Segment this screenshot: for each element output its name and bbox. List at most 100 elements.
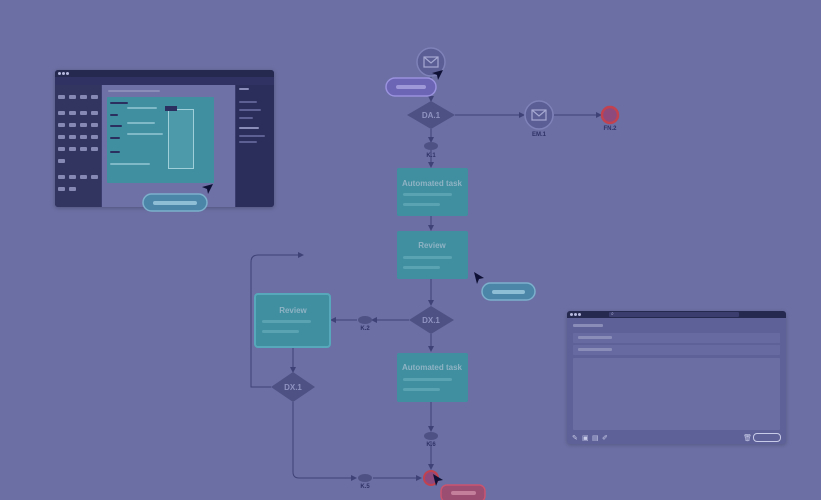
pen-icon[interactable]: ✐ [602, 435, 608, 442]
form-field-placeholder [127, 122, 155, 124]
send-button[interactable] [753, 433, 781, 442]
palette-item[interactable] [80, 175, 87, 179]
connector-k2[interactable]: K.2 [358, 316, 372, 332]
pen-icon[interactable]: ✎ [572, 435, 578, 442]
panel-dot [578, 313, 581, 316]
collaborator-pill-blue-review [481, 282, 536, 301]
palette-item[interactable] [58, 187, 65, 191]
comment-text-placeholder [578, 348, 612, 351]
window-dot [62, 72, 65, 75]
palette-item[interactable] [69, 95, 76, 99]
task-automated-1[interactable]: Automated task [397, 168, 468, 216]
comment-text-placeholder [578, 336, 612, 339]
comment-textarea[interactable] [573, 358, 780, 430]
pointer-cursor-icon [433, 474, 443, 486]
panel-heading-placeholder [573, 324, 603, 327]
connector-k5-label: K.5 [360, 484, 370, 490]
connector-k1[interactable]: K.1 [424, 142, 438, 159]
gateway-mid[interactable]: DX.1 [409, 306, 454, 334]
form-badge [165, 106, 177, 111]
props-heading-placeholder [239, 127, 259, 129]
window-dot [66, 72, 69, 75]
panel-dot [570, 313, 573, 316]
connector-k5[interactable]: K.5 [358, 474, 372, 490]
palette-item[interactable] [91, 175, 98, 179]
palette-item[interactable] [69, 175, 76, 179]
props-line-placeholder [239, 117, 253, 119]
end-event-label: FN.2 [603, 126, 617, 132]
props-line-placeholder [239, 135, 265, 137]
edge-loop-back [250, 252, 304, 388]
image-icon[interactable]: ▣ [582, 435, 589, 442]
properties-panel [236, 85, 274, 207]
component-palette [55, 85, 101, 207]
palette-item[interactable] [80, 123, 87, 127]
panel-dot [574, 313, 577, 316]
gateway-left[interactable]: DX.1 [271, 372, 315, 402]
trash-icon[interactable]: 🗑 [743, 435, 752, 442]
panel-titlebar: ⌕ [567, 311, 786, 318]
palette-item[interactable] [58, 123, 65, 127]
palette-item[interactable] [80, 147, 87, 151]
palette-item[interactable] [91, 111, 98, 115]
end-event[interactable]: FN.2 [600, 105, 620, 132]
palette-item[interactable] [91, 135, 98, 139]
palette-item[interactable] [80, 135, 87, 139]
palette-item[interactable] [69, 187, 76, 191]
palette-item[interactable] [69, 123, 76, 127]
palette-item[interactable] [80, 95, 87, 99]
task-review-2[interactable]: Review [254, 293, 331, 348]
task-review-2-title: Review [279, 306, 307, 315]
task-automated-2-title: Automated task [402, 363, 463, 372]
palette-item[interactable] [58, 135, 65, 139]
pointer-cursor-icon [474, 272, 484, 284]
form-label-placeholder [110, 151, 120, 153]
task-review-1-title: Review [418, 241, 446, 250]
form-label-placeholder [110, 137, 120, 139]
palette-item[interactable] [91, 123, 98, 127]
search-input[interactable] [609, 312, 739, 317]
window-toolbar [55, 77, 274, 85]
palette-item[interactable] [91, 95, 98, 99]
connector-k6[interactable]: K.6 [424, 432, 438, 448]
form-field-placeholder [127, 133, 163, 135]
collaborator-pill-purple [385, 77, 437, 97]
form-editor-window [55, 70, 274, 207]
edges [250, 76, 602, 481]
comment-row[interactable] [573, 333, 780, 343]
task-automated-1-title: Automated task [402, 179, 463, 188]
form-field-placeholder [127, 107, 157, 109]
email-event-right[interactable]: EM.1 [524, 100, 554, 138]
connector-k2-label: K.2 [360, 326, 370, 332]
task-automated-2[interactable]: Automated task [397, 353, 468, 402]
envelope-icon [531, 109, 547, 121]
palette-item[interactable] [69, 147, 76, 151]
props-line-placeholder [239, 101, 257, 103]
palette-item[interactable] [58, 147, 65, 151]
window-dot [58, 72, 61, 75]
comment-row[interactable] [573, 345, 780, 355]
palette-item[interactable] [80, 111, 87, 115]
palette-item[interactable] [69, 135, 76, 139]
palette-item[interactable] [58, 95, 65, 99]
gateway-left-label: DX.1 [284, 383, 302, 392]
email-event-top[interactable] [416, 47, 446, 77]
email-event-right-label: EM.1 [532, 132, 547, 138]
connector-k1-label: K.1 [426, 153, 436, 159]
palette-item[interactable] [58, 159, 65, 163]
comment-panel: ⌕ ✎ ▣ ▤ ✐ 🗑 [567, 311, 786, 444]
palette-item[interactable] [58, 111, 65, 115]
pointer-cursor-icon [432, 70, 443, 80]
pointer-cursor-icon [202, 184, 213, 194]
image-icon[interactable]: ▤ [592, 435, 599, 442]
task-review-1[interactable]: Review [397, 231, 468, 279]
palette-item[interactable] [91, 147, 98, 151]
window-titlebar [55, 70, 274, 77]
connector-k6-label: K.6 [426, 442, 436, 448]
palette-item[interactable] [69, 111, 76, 115]
palette-item[interactable] [58, 175, 65, 179]
gateway-top[interactable]: DA.1 [407, 101, 455, 129]
collaborator-pill-red [440, 484, 486, 500]
